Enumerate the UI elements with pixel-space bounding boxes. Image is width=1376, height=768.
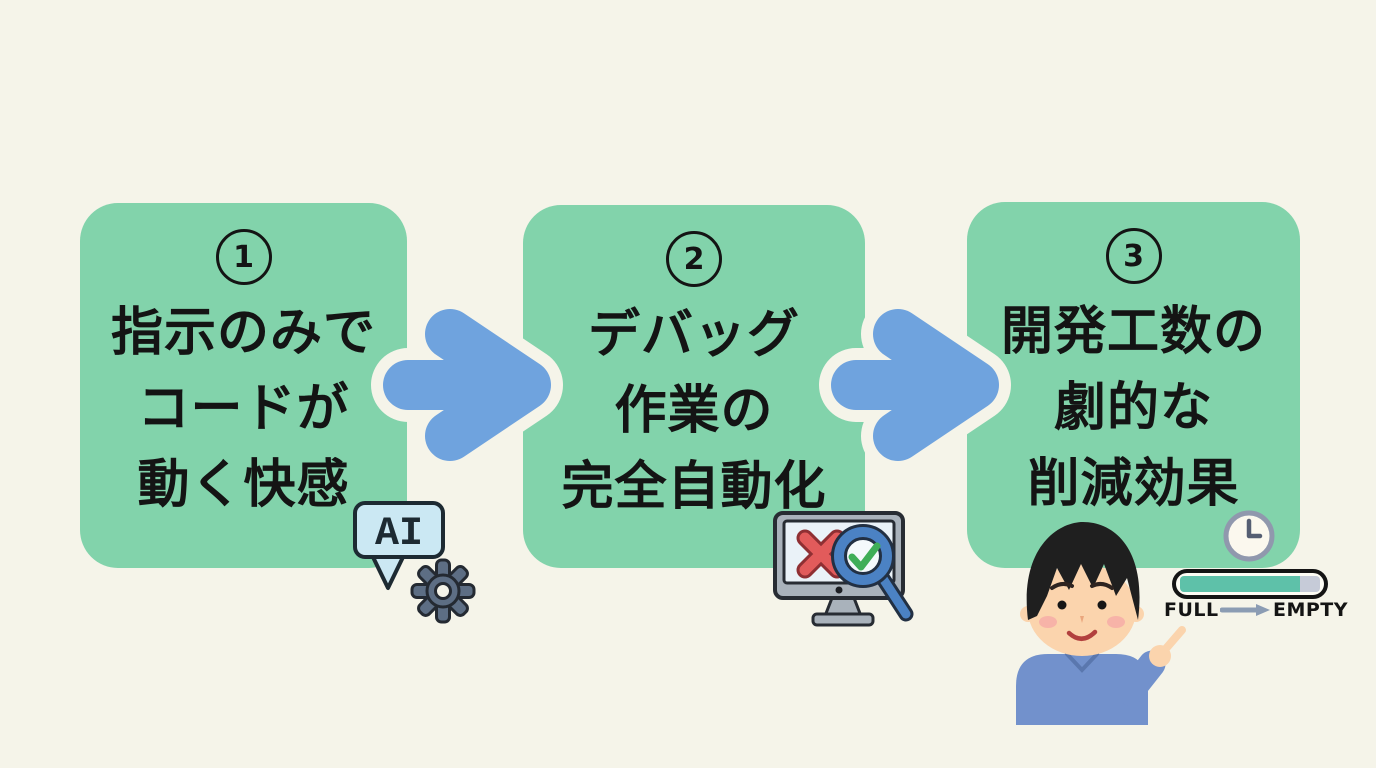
person-nose	[1080, 616, 1084, 623]
step-2-line-2: 作業の	[614, 381, 774, 441]
gauge-track	[1180, 576, 1320, 592]
gauge-full-label: FULL	[1164, 599, 1219, 621]
sweater-collar	[1065, 652, 1099, 673]
person-eye-right	[1097, 600, 1107, 610]
full-to-empty-arrow-icon	[1219, 604, 1270, 616]
flow-arrow-right-1	[371, 297, 563, 473]
debug-monitor-icon	[773, 511, 914, 627]
monitor-base	[811, 612, 875, 627]
clock-icon	[1223, 510, 1275, 562]
person-cheek-right	[1107, 616, 1125, 628]
step-2-number-badge: 2	[666, 231, 722, 287]
step-3-number-badge: 3	[1105, 228, 1162, 284]
step-1-number-badge: 1	[215, 229, 272, 285]
monitor-button	[835, 586, 843, 594]
step-3-line-2: 劇的な	[1053, 378, 1213, 438]
step-box-1: 1 指示のみで コードが 動く快感	[80, 203, 407, 568]
step-1-line-3: 動く快感	[137, 455, 350, 515]
person-arm	[1116, 650, 1166, 706]
person-mouth	[1066, 629, 1098, 641]
error-x-icon	[796, 529, 846, 579]
person-pointing-illustration	[1016, 522, 1186, 725]
gear-icon	[410, 558, 476, 624]
step-3-line-3: 削減効果	[1027, 454, 1240, 514]
ai-speech-bubble-icon: AI	[353, 501, 445, 590]
gauge-remainder	[1300, 576, 1320, 592]
check-mark-icon	[848, 542, 881, 571]
workload-gauge	[1172, 569, 1328, 599]
person-eye-left	[1057, 600, 1067, 610]
person-hair	[1026, 522, 1140, 620]
step-2-text: デバッグ 作業の 完全自動化	[561, 297, 826, 525]
step-3-line-1: 開発工数の	[1000, 302, 1266, 362]
gauge-fill	[1180, 576, 1301, 592]
clock-hands	[1246, 518, 1263, 539]
magnifier-check-icon	[831, 524, 914, 622]
step-1-line-2: コードが	[137, 379, 350, 439]
person-eyebrows	[1050, 581, 1114, 590]
step-3-text: 開発工数の 劇的な 削減効果	[1001, 294, 1266, 522]
step-1-line-1: 指示のみで	[110, 303, 376, 363]
person-cheek-left	[1039, 616, 1057, 628]
person-sweater	[1016, 654, 1148, 725]
step-2-number: 2	[683, 241, 705, 277]
gauge-empty-label: EMPTY	[1272, 599, 1348, 621]
flow-arrow-right-2	[819, 297, 1011, 473]
step-2-line-3: 完全自動化	[561, 457, 827, 517]
step-2-line-1: デバッグ	[587, 305, 800, 365]
pointing-finger	[1159, 626, 1186, 656]
ai-chat-gear-icon: AI	[353, 501, 476, 624]
step-box-3: 3 開発工数の 劇的な 削減効果	[967, 202, 1300, 568]
step-box-2: 2 デバッグ 作業の 完全自動化	[523, 205, 865, 568]
ai-bubble-label: AI	[375, 512, 423, 557]
gauge-labels: FULL EMPTY	[1164, 599, 1348, 621]
step-1-number: 1	[233, 239, 254, 275]
step-3-number: 3	[1123, 238, 1144, 274]
step-1-text: 指示のみで コードが 動く快感	[111, 295, 376, 523]
